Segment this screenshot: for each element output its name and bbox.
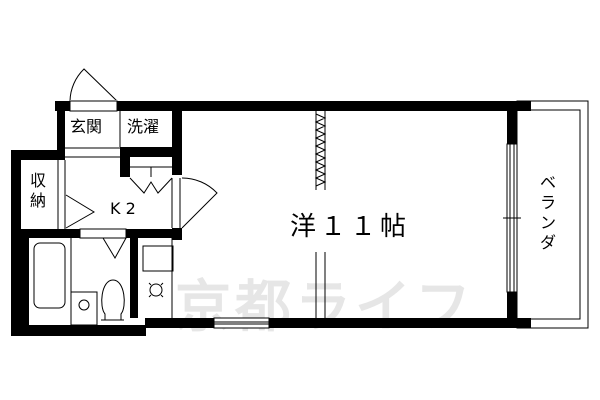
room-label-laundry: 洗濯 (127, 117, 160, 136)
room-label-storage-1: 収 (30, 171, 47, 190)
room-label-balcony-3: ン (540, 213, 557, 232)
walls (11, 101, 531, 336)
room-label-entrance: 玄関 (70, 117, 103, 136)
fixtures (29, 68, 589, 329)
room-label-storage-2: 納 (30, 191, 47, 210)
room-label-balcony-4: ダ (540, 233, 557, 252)
room-label-balcony-2: ラ (540, 193, 557, 212)
watermark: 京都ライフ (175, 275, 475, 340)
room-label-kitchen: K 2 (110, 199, 136, 218)
room-label-balcony-1: ベ (540, 173, 557, 192)
room-label-western-room: 洋１１帖 (290, 212, 411, 242)
